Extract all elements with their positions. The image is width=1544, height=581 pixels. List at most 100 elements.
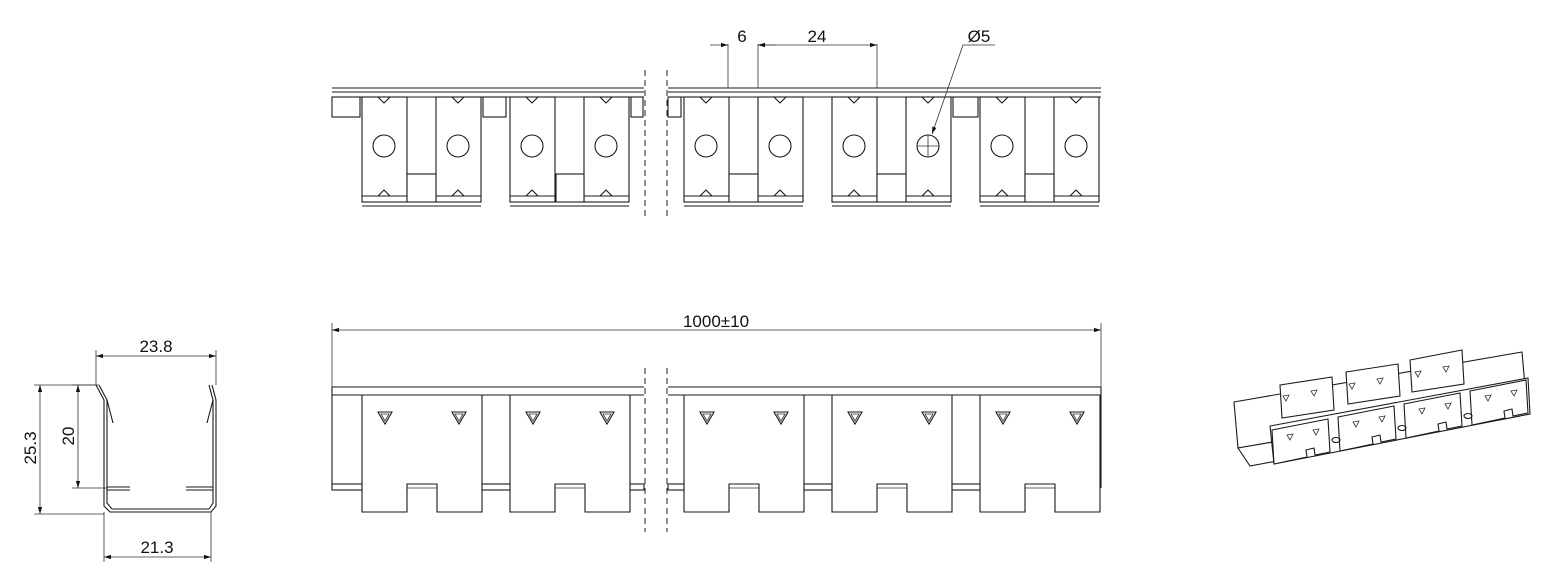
marker-triangle: [450, 96, 466, 104]
dimension-hole-diameter: Ø5: [931, 27, 995, 135]
dimension-length: 1000±10: [331, 312, 1102, 387]
marker-triangle: [1484, 394, 1492, 402]
dimension-inner-width: 21.3: [103, 512, 212, 562]
marker-triangle: [994, 189, 1010, 197]
mount-hole: [1064, 134, 1088, 158]
top-rail: [332, 87, 1101, 98]
marker-triangle: [376, 96, 392, 104]
pad: [667, 96, 682, 118]
marker-triangle: [598, 189, 614, 197]
marker-triangle: [1418, 407, 1426, 415]
dim-inner-width-label: 21.3: [140, 538, 173, 557]
dimension-total-height: 25.3: [21, 384, 104, 515]
front-clip: [509, 394, 631, 513]
dimension-inner-height: 20: [59, 384, 107, 489]
bridge: [876, 173, 907, 203]
marker-triangle: [599, 411, 615, 426]
bridge: [728, 173, 759, 203]
clip-tab: [979, 96, 1026, 203]
clip-tab: [683, 96, 730, 203]
channel-profile: [95, 384, 217, 513]
clip-tab: [1053, 96, 1100, 203]
marker-triangle: [450, 189, 466, 197]
front-clip: [831, 394, 953, 513]
clip-tab: [583, 96, 630, 203]
pad: [482, 96, 507, 118]
dim-outer-width-label: 23.8: [139, 337, 172, 356]
marker-triangle: [772, 189, 788, 197]
mount-hole: [842, 134, 866, 158]
marker-triangle: [377, 411, 393, 426]
marker-triangle: [920, 96, 936, 104]
marker-triangle: [525, 411, 541, 426]
pad: [952, 96, 979, 118]
marker-triangle: [995, 411, 1011, 426]
front-view: 1000±10: [331, 312, 1102, 532]
marker-triangle: [524, 189, 540, 197]
clip-tab: [905, 96, 952, 203]
pad: [331, 96, 361, 118]
bridge: [406, 173, 437, 203]
marker-triangle: [1282, 394, 1290, 402]
marker-triangle: [1069, 411, 1085, 426]
marker-triangle: [921, 411, 937, 426]
bridge: [1024, 173, 1055, 203]
front-pad: [667, 483, 685, 491]
marker-triangle: [772, 96, 788, 104]
marker-triangle: [1414, 370, 1422, 378]
marker-triangle: [1068, 189, 1084, 197]
front-pad: [803, 483, 833, 491]
marker-triangle: [1510, 389, 1518, 397]
mount-hole: [520, 134, 544, 158]
mount-hole: [990, 134, 1014, 158]
marker-triangle: [1376, 377, 1384, 385]
mount-hole: [446, 134, 470, 158]
front-clip: [361, 394, 483, 513]
clip-tab: [831, 96, 878, 203]
marker-triangle: [1442, 365, 1450, 373]
marker-triangle: [698, 189, 714, 197]
marker-triangle: [598, 96, 614, 104]
marker-triangle: [1310, 389, 1318, 397]
mount-hole: [768, 134, 792, 158]
marker-triangle: [847, 411, 863, 426]
marker-triangle: [1348, 382, 1356, 390]
marker-triangle: [1378, 415, 1386, 423]
marker-triangle: [773, 411, 789, 426]
dim-inner-height-label: 20: [59, 427, 78, 446]
marker-triangle: [1286, 433, 1294, 441]
marker-triangle: [451, 411, 467, 426]
front-pad: [629, 483, 645, 491]
side-view: 23.8 21.3 25.3 20: [21, 337, 217, 562]
pad: [630, 96, 644, 118]
marker-triangle: [1312, 428, 1320, 436]
marker-triangle: [994, 96, 1010, 104]
dimension-pitch: 24: [758, 27, 878, 88]
clip-tab: [435, 96, 482, 203]
marker-triangle: [1068, 96, 1084, 104]
dimension-outer-width: 23.8: [95, 337, 217, 385]
marker-triangle: [920, 189, 936, 197]
break-lines-top: [644, 70, 668, 216]
front-clip: [979, 394, 1101, 513]
marker-triangle: [376, 189, 392, 197]
marker-triangle: [846, 189, 862, 197]
front-pad: [481, 483, 511, 491]
marker-triangle: [846, 96, 862, 104]
top-view: 6 24 Ø5: [331, 27, 1101, 216]
clip-tab: [757, 96, 804, 203]
marker-triangle: [524, 96, 540, 104]
clip-tab: [361, 96, 408, 203]
marker-triangle: [1444, 402, 1452, 410]
isometric-view: [1233, 349, 1531, 467]
dimension-gap: 6: [710, 27, 776, 88]
dim-gap-label: 6: [737, 27, 746, 46]
marker-triangle: [698, 96, 714, 104]
marker-triangle: [699, 411, 715, 426]
mount-hole: [594, 134, 618, 158]
bridge: [555, 173, 585, 203]
mount-hole: [372, 134, 396, 158]
clip-tab: [509, 96, 556, 203]
mount-hole: [694, 134, 718, 158]
